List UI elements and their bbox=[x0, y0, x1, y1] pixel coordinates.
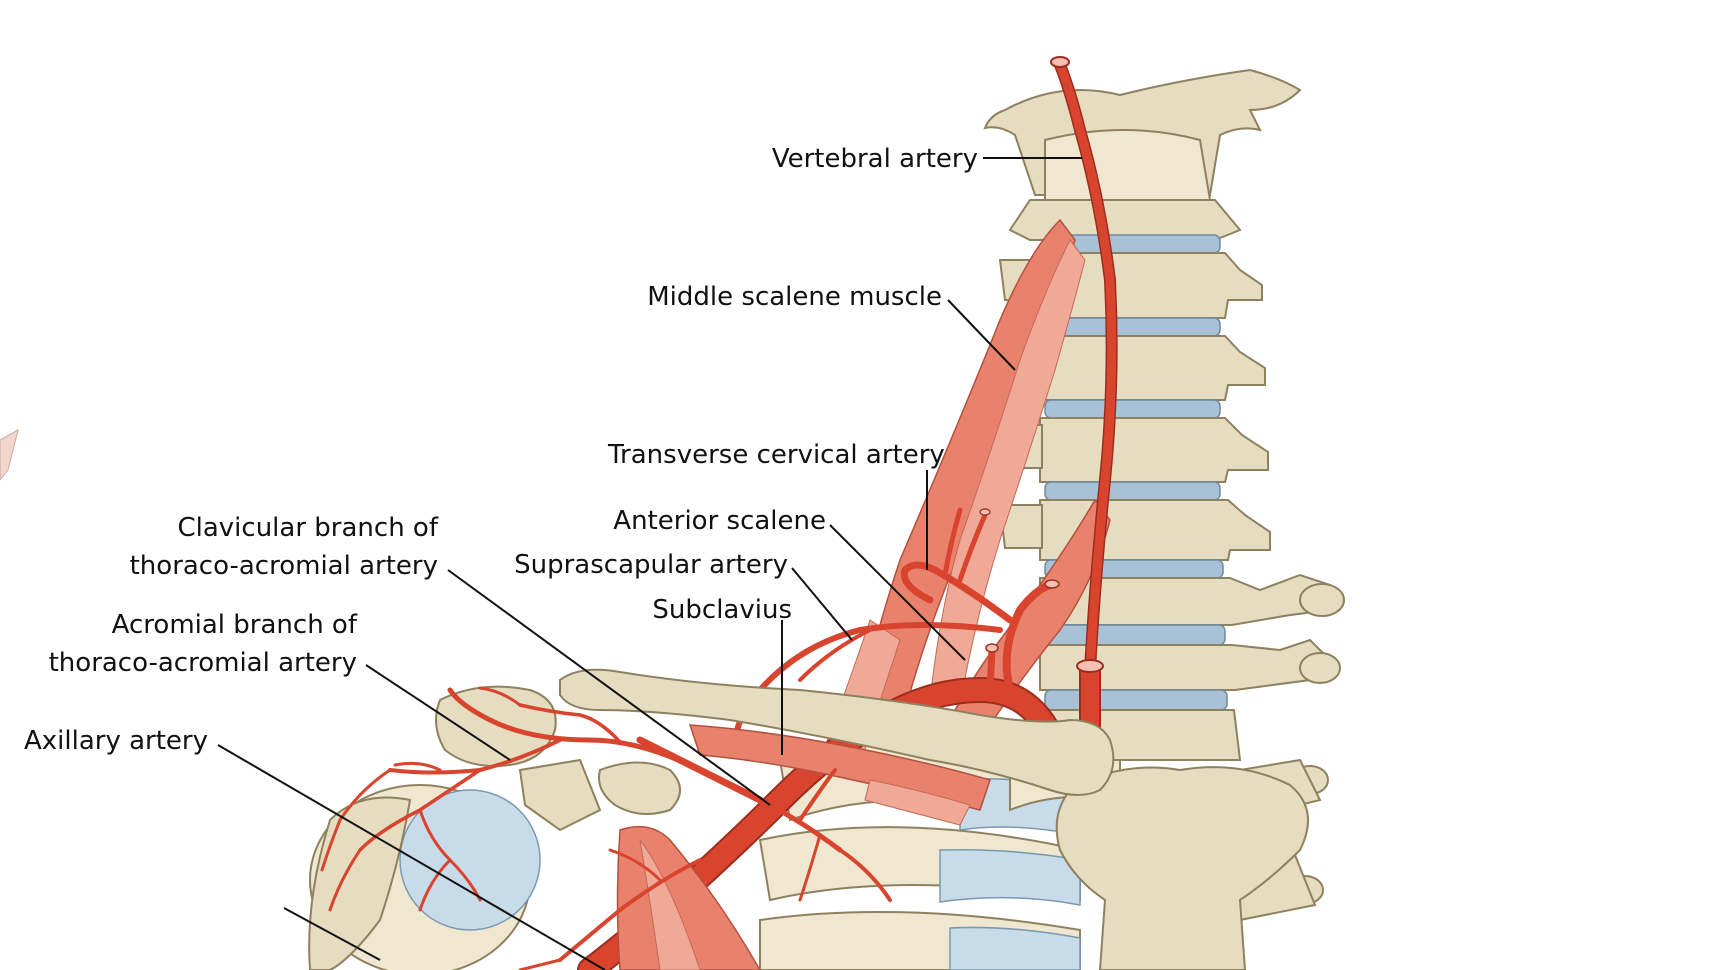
leader-acromial-branch bbox=[365, 664, 511, 761]
label-acromial-branch-2: thoraco-acromial artery bbox=[49, 648, 357, 678]
label-middle-scalene: Middle scalene muscle bbox=[647, 282, 942, 312]
leader-lines bbox=[217, 157, 1082, 970]
manubrium bbox=[1055, 766, 1309, 970]
label-clavicular-branch-1: Clavicular branch of bbox=[177, 513, 438, 543]
edge-fragment bbox=[0, 429, 19, 481]
label-subclavius: Subclavius bbox=[652, 595, 792, 625]
label-acromial-branch-1: Acromial branch of bbox=[112, 610, 358, 640]
clavicle bbox=[559, 668, 1115, 796]
leader-axillary-artery bbox=[217, 744, 606, 970]
label-vertebral-artery: Vertebral artery bbox=[772, 144, 978, 174]
label-transverse-cervical: Transverse cervical artery bbox=[607, 440, 945, 470]
label-axillary-artery: Axillary artery bbox=[24, 726, 208, 756]
subclavius-muscle bbox=[688, 724, 991, 811]
labels: Vertebral artery Middle scalene muscle T… bbox=[24, 144, 978, 756]
leader-anterior-scalene bbox=[829, 524, 966, 661]
leader-clavicular-branch bbox=[447, 569, 771, 806]
label-suprascapular: Suprascapular artery bbox=[514, 550, 788, 580]
leader-middle-scalene bbox=[947, 299, 1016, 371]
leader-suprascapular bbox=[791, 567, 853, 641]
label-clavicular-branch-2: thoraco-acromial artery bbox=[130, 551, 438, 581]
label-anterior-scalene: Anterior scalene bbox=[613, 506, 826, 536]
leader-unlabeled bbox=[283, 907, 381, 961]
